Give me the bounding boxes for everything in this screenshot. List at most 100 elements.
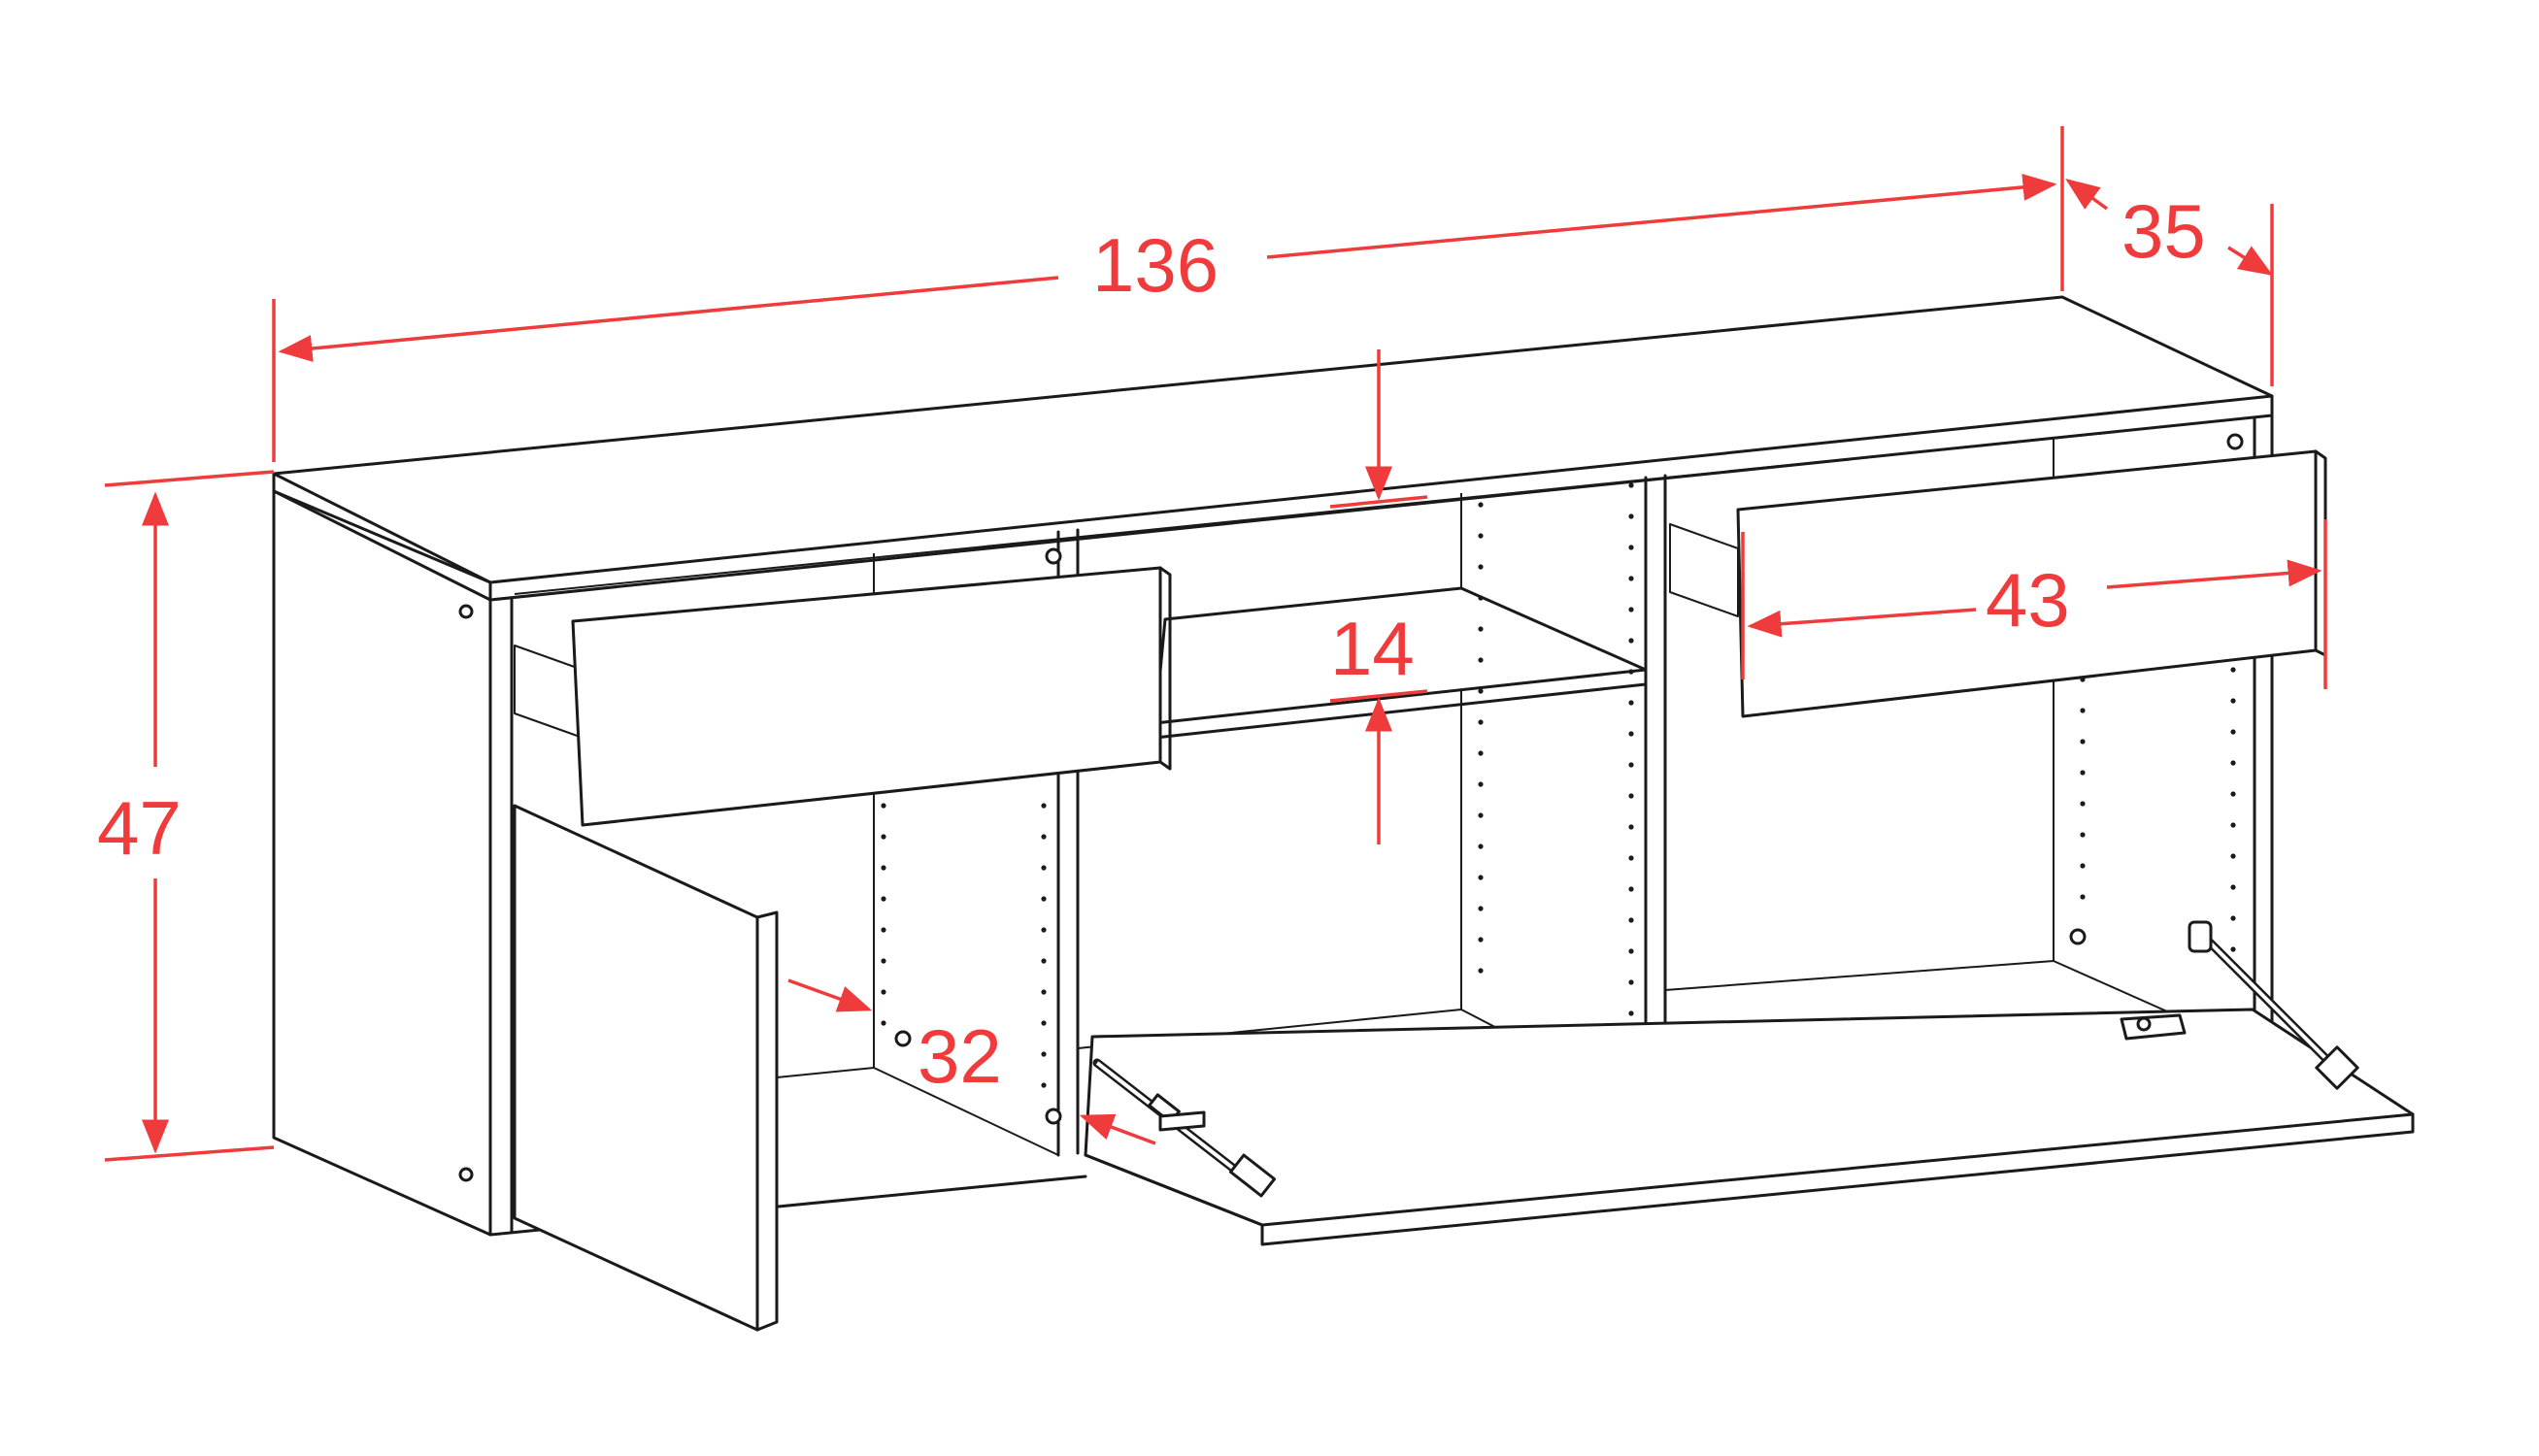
dim-extension-lines bbox=[104, 126, 2327, 1162]
shelf-pin-hole bbox=[1628, 669, 1634, 675]
shelf-pin-hole bbox=[2080, 770, 2086, 776]
shelf-pin-hole bbox=[1478, 937, 1484, 943]
shelf-pin-hole bbox=[1041, 803, 1047, 809]
shelf-pin-hole bbox=[1628, 638, 1634, 644]
left-door bbox=[513, 804, 779, 1332]
dim-drawer-arrow-left bbox=[1747, 608, 1977, 638]
shelf-pin-hole bbox=[1628, 917, 1634, 923]
shelf-pin-hole bbox=[1478, 626, 1484, 632]
shelf-pin-hole bbox=[1478, 906, 1484, 911]
shelf-pin-hole bbox=[881, 803, 886, 809]
left-drawer bbox=[514, 566, 1172, 827]
shelf-pin-hole bbox=[1628, 979, 1634, 985]
dim-height-label: 47 bbox=[97, 785, 182, 871]
shelf-pin-hole bbox=[1041, 1051, 1047, 1057]
shelf-pin-hole bbox=[2080, 863, 2086, 869]
shelf-pin-hole bbox=[1478, 564, 1484, 570]
dim-depth-arrow-right bbox=[2227, 246, 2273, 276]
shelf-pin-hole bbox=[881, 896, 886, 902]
shelf-pin-hole bbox=[881, 834, 886, 840]
shelf-pin-hole bbox=[1478, 657, 1484, 663]
left-drawer-front-edge bbox=[1158, 566, 1172, 771]
shelf-pin-hole bbox=[1041, 958, 1047, 964]
shelf-pin-hole bbox=[2080, 832, 2086, 838]
shelf-pin-hole bbox=[1628, 824, 1634, 830]
left-drawer-front bbox=[571, 566, 1162, 827]
shelf-pin-hole bbox=[1628, 482, 1634, 488]
shelf-pin-hole bbox=[881, 865, 886, 871]
right-drawer-side bbox=[1669, 523, 1739, 617]
shelf-pin-hole bbox=[1478, 502, 1484, 508]
shelf-pin-hole bbox=[1628, 1010, 1634, 1016]
dim-drawer-arrow-right bbox=[2106, 559, 2322, 589]
dim-width-arrow-right bbox=[1266, 173, 2057, 259]
shelf-pin-holes bbox=[881, 482, 2236, 1088]
right-compartment-floor bbox=[1664, 960, 2186, 1020]
cabinet-left-side bbox=[272, 489, 492, 1237]
dim-inner-arrow-left bbox=[1079, 1113, 1156, 1145]
shelf-pin-hole bbox=[1478, 719, 1484, 725]
shelf-pin-hole bbox=[2230, 822, 2236, 828]
left-door-edge bbox=[755, 910, 779, 1332]
shelf-pin-hole bbox=[1628, 855, 1634, 861]
shelf-pin-hole bbox=[881, 958, 886, 964]
dim-width-arrow-left bbox=[278, 276, 1059, 362]
shelf-pin-hole bbox=[2080, 739, 2086, 745]
shelf-pin-hole bbox=[1041, 1020, 1047, 1026]
shelf-pin-hole bbox=[2230, 946, 2236, 952]
dim-width-label: 136 bbox=[1092, 222, 1219, 308]
shelf-pin-hole bbox=[1478, 875, 1484, 880]
shelf-pin-hole bbox=[1041, 834, 1047, 840]
cabinet-back-panel bbox=[514, 431, 2118, 595]
shelf-pin-hole bbox=[1628, 762, 1634, 768]
left-drawer-side bbox=[514, 645, 584, 739]
shelf-pin-hole bbox=[881, 927, 886, 933]
shelf-pin-hole bbox=[2230, 698, 2236, 704]
shelf-pin-hole bbox=[1628, 607, 1634, 612]
dimensions: 136 35 47 14 43 32 bbox=[97, 126, 2327, 1162]
shelf-pin-hole bbox=[2080, 708, 2086, 713]
cabinet bbox=[272, 295, 2274, 1237]
shelf-pin-hole bbox=[1628, 545, 1634, 550]
shelf-pin-hole bbox=[1478, 750, 1484, 756]
shelf-pin-hole bbox=[1628, 731, 1634, 737]
shelf-pin-hole bbox=[881, 1020, 886, 1026]
dim-depth-arrow-left bbox=[2065, 178, 2109, 211]
shelf-pin-hole bbox=[1478, 595, 1484, 601]
dim-shelf-ticks bbox=[1329, 495, 1428, 703]
shelf-pin-hole bbox=[1041, 1082, 1047, 1088]
flap-door-panel bbox=[1084, 1008, 2415, 1227]
left-compartment-floor bbox=[776, 1067, 1059, 1156]
shelf-pin-hole bbox=[1478, 844, 1484, 849]
dim-depth-label: 35 bbox=[2121, 188, 2206, 274]
gas-strut-icon bbox=[1092, 920, 2359, 1198]
shelf-pin-hole bbox=[1628, 948, 1634, 954]
shelf-pin-hole bbox=[2230, 667, 2236, 673]
left-door-panel bbox=[513, 804, 759, 1332]
divider-right bbox=[1644, 474, 1667, 1079]
dim-inner-arrow-right bbox=[787, 978, 873, 1012]
shelf-pin-hole bbox=[1628, 793, 1634, 799]
shelf-pin-hole bbox=[1478, 812, 1484, 818]
shelf-pin-hole bbox=[1041, 927, 1047, 933]
shelf-pin-hole bbox=[2230, 791, 2236, 797]
shelf-pin-hole bbox=[881, 989, 886, 995]
hinge-icon bbox=[1158, 1013, 2187, 1132]
dim-inner-label: 32 bbox=[918, 1013, 1002, 1099]
shelf-pin-hole bbox=[1478, 781, 1484, 787]
shelf-pin-hole bbox=[1478, 688, 1484, 694]
shelf-pin-hole bbox=[1628, 576, 1634, 581]
shelf-pin-hole bbox=[1041, 989, 1047, 995]
dim-drawer-label: 43 bbox=[1986, 557, 2070, 643]
shelf-pin-hole bbox=[1628, 513, 1634, 519]
shelf-pin-hole bbox=[2230, 884, 2236, 890]
shelf-pin-hole bbox=[2080, 894, 2086, 900]
shelf-pin-hole bbox=[2080, 801, 2086, 807]
flap-door bbox=[1084, 1008, 2415, 1246]
shelf-pin-hole bbox=[1041, 865, 1047, 871]
shelf-pin-hole bbox=[1478, 533, 1484, 539]
dim-shelf-label: 14 bbox=[1330, 606, 1415, 691]
shelf-pin-hole bbox=[1628, 700, 1634, 706]
shelf-pin-hole bbox=[2230, 915, 2236, 921]
